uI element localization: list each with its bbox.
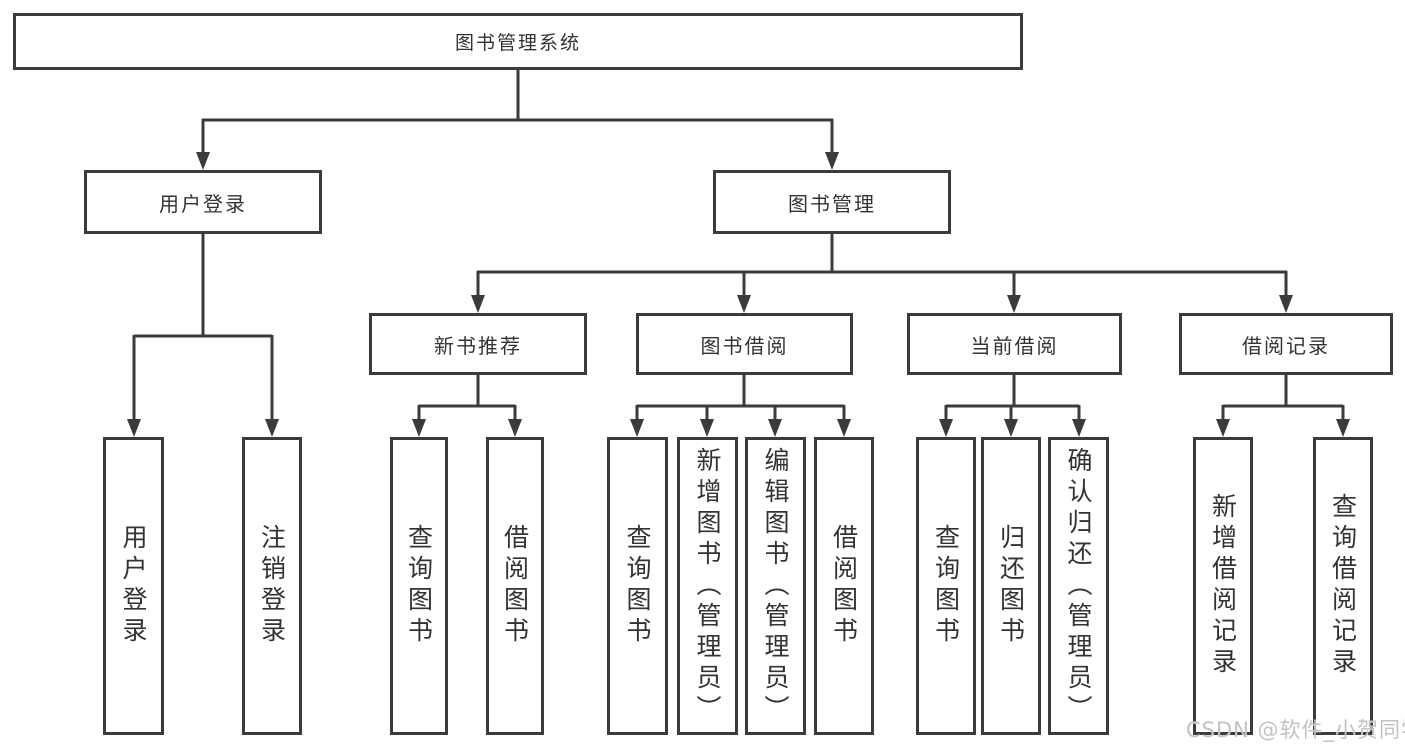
arrowhead <box>508 419 522 437</box>
node-user-login-label: 用户登录 <box>159 191 247 216</box>
leaf-query-books-borrow-label: 查询图书 <box>623 524 652 648</box>
arrowhead <box>412 419 426 437</box>
leaf-borrow-books-label: 借阅图书 <box>829 524 859 648</box>
arrowhead <box>630 419 644 437</box>
leaf-query-books-current-label: 查询图书 <box>931 524 961 648</box>
leaf-add-books-admin-label: 新增图书（管理员） <box>693 446 722 726</box>
arrowhead <box>1007 295 1021 313</box>
edges-root-to-level2 <box>196 69 839 170</box>
leaf-query-books-current: 查询图书 <box>916 437 976 735</box>
node-borrow-records: 借阅记录 <box>1179 313 1393 375</box>
node-root-system-label: 图书管理系统 <box>454 32 581 54</box>
leaf-confirm-return-admin-label: 确认归还（管理员） <box>1064 446 1093 726</box>
edges-new-books-to-leaves <box>412 375 522 437</box>
leaf-add-borrow-record-label: 新增借阅记录 <box>1208 493 1238 679</box>
csdn-watermark: CSDN @软件_小贺同学 <box>1186 718 1405 742</box>
leaf-return-books: 归还图书 <box>981 437 1041 735</box>
arrowhead <box>1216 419 1230 437</box>
leaf-query-borrow-record-label: 查询借阅记录 <box>1328 493 1358 679</box>
edges-book-mgmt-to-level3 <box>471 233 1293 313</box>
leaf-edit-books-admin-label: 编辑图书（管理员） <box>761 446 790 726</box>
leaf-user-login-label: 用户登录 <box>119 524 148 648</box>
arrowhead <box>196 152 210 170</box>
arrowhead <box>1004 419 1018 437</box>
leaf-query-borrow-record: 查询借阅记录 <box>1313 437 1373 735</box>
leaf-logout-login: 注销登录 <box>242 437 302 735</box>
arrowhead <box>1279 295 1293 313</box>
node-root-system: 图书管理系统 <box>13 13 1023 70</box>
arrowhead <box>837 419 851 437</box>
node-book-borrow: 图书借阅 <box>636 313 853 375</box>
node-book-management-label: 图书管理 <box>788 191 876 216</box>
node-borrow-records-label: 借阅记录 <box>1242 333 1330 358</box>
leaf-query-books-borrow: 查询图书 <box>607 437 668 735</box>
node-book-management: 图书管理 <box>713 170 951 234</box>
edges-current-borrow-to-leaves <box>939 375 1086 437</box>
arrowhead <box>265 419 279 437</box>
edges-book-borrow-to-leaves <box>630 375 851 437</box>
arrowhead <box>939 419 953 437</box>
node-new-book-recommend-label: 新书推荐 <box>434 333 522 358</box>
leaf-logout-login-label: 注销登录 <box>257 524 287 648</box>
leaf-query-books-new-label: 查询图书 <box>404 524 434 648</box>
leaf-confirm-return-admin: 确认归还（管理员） <box>1048 437 1109 735</box>
node-book-borrow-label: 图书借阅 <box>700 333 789 358</box>
leaf-edit-books-admin: 编辑图书（管理员） <box>745 437 806 735</box>
node-current-borrow-label: 当前借阅 <box>970 333 1059 358</box>
arrowhead <box>1336 419 1350 437</box>
arrowhead <box>700 419 714 437</box>
arrowhead <box>471 295 485 313</box>
leaf-return-books-label: 归还图书 <box>996 524 1026 648</box>
leaf-query-books-new: 查询图书 <box>390 437 448 735</box>
arrowhead <box>768 419 782 437</box>
leaf-borrow-books: 借阅图书 <box>814 437 874 735</box>
leaf-borrow-books-new-label: 借阅图书 <box>500 524 530 648</box>
leaf-user-login: 用户登录 <box>103 437 164 735</box>
node-user-login: 用户登录 <box>84 170 322 234</box>
arrowhead <box>825 152 839 170</box>
node-new-book-recommend: 新书推荐 <box>369 313 587 375</box>
leaf-add-books-admin: 新增图书（管理员） <box>677 437 738 735</box>
edges-user-login-to-leaves <box>127 233 279 437</box>
node-current-borrow: 当前借阅 <box>907 313 1122 375</box>
arrowhead <box>127 419 141 437</box>
leaf-borrow-books-new: 借阅图书 <box>486 437 544 735</box>
arrowhead <box>1072 419 1086 437</box>
edges-borrow-records-to-leaves <box>1216 375 1350 437</box>
leaf-add-borrow-record: 新增借阅记录 <box>1193 437 1253 735</box>
arrowhead <box>737 295 751 313</box>
